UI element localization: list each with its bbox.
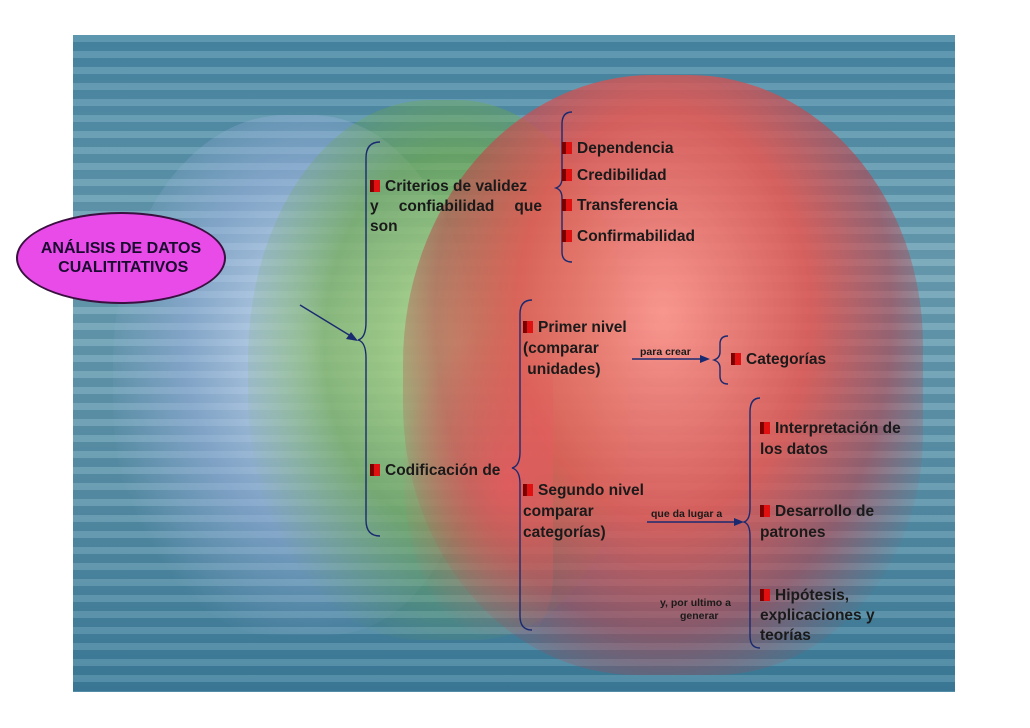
bullet-icon — [760, 589, 770, 601]
brace-main — [357, 141, 381, 537]
brace-categorias — [711, 335, 729, 385]
slide-background — [73, 35, 955, 692]
codificacion-label: Codificación de — [370, 460, 500, 481]
criterios-line3: son — [370, 218, 398, 235]
hipotesis-line1: Hipótesis, — [760, 585, 849, 606]
desarrollo-line1: Desarrollo de — [760, 501, 874, 522]
bullet-icon — [523, 321, 533, 333]
bullet-icon — [760, 422, 770, 434]
interpretacion-line2: los datos — [760, 441, 829, 458]
interpretacion-line1: Interpretación de — [760, 418, 901, 439]
criterio-confirmabilidad: Confirmabilidad — [562, 226, 695, 247]
segundo-nivel-line1: Segundo nivel — [523, 480, 644, 501]
categorias-result: Categorías — [731, 349, 826, 370]
criterio-credibilidad: Credibilidad — [562, 165, 667, 186]
bullet-icon — [731, 353, 741, 365]
bullet-icon — [562, 142, 572, 154]
arrowhead-oval — [346, 332, 358, 341]
brace-criterios — [553, 111, 573, 263]
criterio-transferencia: Transferencia — [562, 195, 678, 216]
bullet-icon — [370, 464, 380, 476]
bullet-icon — [562, 230, 572, 242]
arrow-oval — [299, 304, 355, 339]
primer-nivel-line1: Primer nivel — [523, 317, 627, 338]
root-oval: ANÁLISIS DE DATOS CUALITITATIVOS — [16, 212, 226, 304]
que-da-lugar-label: que da lugar a — [651, 508, 723, 520]
criterios-line2: y confiabilidad que — [370, 198, 542, 215]
bullet-icon — [760, 505, 770, 517]
bullet-icon — [523, 484, 533, 496]
por-ultimo-label: y, por ultimo a — [660, 597, 731, 609]
bullet-icon — [562, 169, 572, 181]
brace-results — [741, 397, 761, 649]
segundo-nivel-line2: comparar — [523, 503, 594, 520]
root-label: ANÁLISIS DE DATOS CUALITITATIVOS — [40, 240, 202, 276]
segundo-nivel-line3: categorías) — [523, 524, 606, 541]
para-crear-label: para crear — [640, 346, 691, 358]
bullet-icon — [370, 180, 380, 192]
brace-codificacion — [511, 299, 533, 631]
hipotesis-line3: teorías — [760, 627, 811, 644]
arrowhead-que-da-lugar — [734, 518, 744, 526]
generar-label: generar — [680, 610, 719, 622]
criterios-line1: Criterios de validez — [370, 176, 527, 197]
bullet-icon — [562, 199, 572, 211]
primer-nivel-line3: unidades) — [523, 361, 601, 378]
hipotesis-line2: explicaciones y — [760, 607, 875, 624]
desarrollo-line2: patrones — [760, 524, 826, 541]
arrowhead-para-crear — [700, 355, 710, 363]
primer-nivel-line2: (comparar — [523, 340, 599, 357]
criterio-dependencia: Dependencia — [562, 138, 673, 159]
